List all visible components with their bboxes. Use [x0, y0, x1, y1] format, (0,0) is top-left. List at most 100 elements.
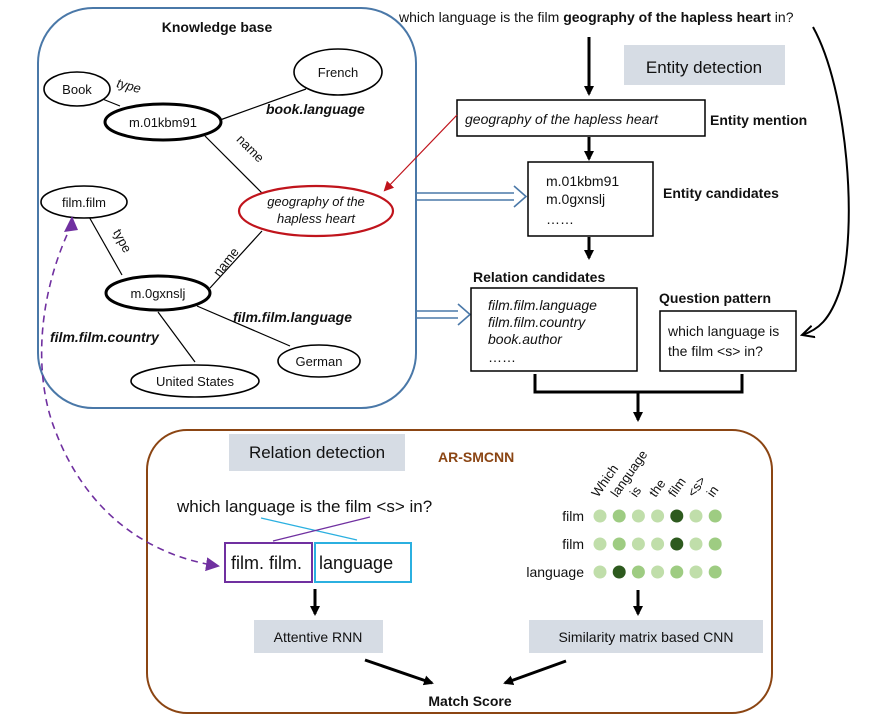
node-m01kbm91-label: m.01kbm91 [129, 115, 197, 130]
arrow-mention-to-kb-entity [383, 114, 458, 192]
relation-part2-text: language [319, 553, 393, 573]
matrix-cell [651, 565, 665, 579]
matrix-cell [689, 565, 703, 579]
node-m0gxnslj [104, 274, 212, 312]
edge-label-type2: type [110, 226, 135, 255]
matrix-row-label: film [562, 536, 584, 552]
relation-detection-stage [229, 434, 405, 471]
edge-label-type1: type [115, 75, 143, 96]
matrix-column-label: film [665, 475, 689, 500]
node-book-label: Book [62, 82, 92, 97]
matrix-cell [708, 565, 722, 579]
attentive-rnn-label: Attentive RNN [274, 629, 363, 645]
similarity-cnn-label: Similarity matrix based CNN [558, 629, 733, 645]
pattern-sentence: which language is the film <s> in? [176, 497, 432, 516]
matrix-row-label: film [562, 508, 584, 524]
attentive-rnn-box [254, 620, 383, 653]
arrowhead-film-film [64, 216, 78, 232]
node-united-states-label: United States [156, 374, 235, 389]
arrow-cnn-to-score [503, 659, 567, 685]
relation-candidates-label: Relation candidates [473, 269, 605, 285]
arrow-film-type-to-relation [40, 223, 220, 572]
matrix-cell [593, 565, 607, 579]
edge-m0g-german [196, 305, 291, 347]
arrow-rnn-to-score [364, 658, 434, 686]
node-french-label: French [318, 65, 358, 80]
edge-m0g-entity [209, 230, 263, 289]
node-french [293, 48, 383, 96]
model-name: AR-SMCNN [438, 449, 514, 465]
matrix-column-label: the [646, 476, 669, 499]
relation-detection-panel [146, 429, 773, 714]
question-pattern-box [659, 310, 797, 372]
entity-candidate-more: …… [546, 211, 574, 227]
kb-to-entity-candidates-arrow [416, 185, 528, 208]
matrix-cell [631, 537, 645, 551]
edge-filmfilm-m0g [87, 214, 123, 276]
relation-part2-box [314, 542, 412, 583]
entity-candidate-2: m.0gxnslj [546, 191, 605, 207]
entity-detection-label: Entity detection [646, 58, 762, 77]
node-german [277, 344, 361, 378]
node-united-states [130, 364, 260, 398]
relation-candidate-2: film.film.country [488, 314, 586, 330]
relation-part1-box [224, 542, 313, 583]
matrix-cell [612, 537, 626, 551]
matrix-cell [631, 565, 645, 579]
match-score-label: Match Score [428, 693, 511, 709]
entity-candidates-label: Entity candidates [663, 185, 779, 201]
question-pattern-label: Question pattern [659, 290, 771, 306]
edge-label-book-language: book.language [266, 101, 365, 117]
node-m0gxnslj-label: m.0gxnslj [131, 286, 186, 301]
entity-mention-label: Entity mention [710, 112, 807, 128]
node-entity-line1: geography of the [267, 194, 365, 209]
matrix-cell [631, 509, 645, 523]
similarity-cnn-box [529, 620, 763, 653]
matrix-cell [612, 509, 626, 523]
matrix-cell [708, 509, 722, 523]
relation-detection-label: Relation detection [249, 443, 385, 462]
matrix-cell [689, 509, 703, 523]
matrix-cell [708, 537, 722, 551]
node-german-label: German [296, 354, 343, 369]
matrix-row-label: language [526, 564, 584, 580]
matrix-column-label: <s> [684, 473, 709, 499]
matrix-cell [689, 537, 703, 551]
edge-m01-french [219, 88, 307, 121]
matrix-cell [593, 509, 607, 523]
matrix-cell [612, 565, 626, 579]
edge-label-name2: name [210, 245, 242, 280]
knowledge-base-panel [37, 7, 417, 409]
node-entity-line2: hapless heart [277, 211, 356, 226]
attention-line-purple [272, 516, 371, 542]
entity-candidates-box [527, 161, 654, 237]
matrix-cell [670, 537, 684, 551]
node-m01kbm91 [103, 102, 223, 142]
attention-line-cyan [260, 517, 358, 541]
relation-candidate-more: …… [488, 349, 516, 365]
edge-label-film-country: film.film.country [50, 329, 160, 345]
edge-label-name1: name [234, 132, 268, 166]
question-pattern-line2: the film <s> in? [668, 343, 763, 359]
matrix-cell [593, 537, 607, 551]
edge-m0g-us [157, 311, 196, 363]
node-film-film-label: film.film [62, 195, 106, 210]
matrix-cell [670, 565, 684, 579]
relation-candidates-box [470, 287, 638, 372]
edge-label-film-language: film.film.language [233, 309, 352, 325]
knowledge-base-title: Knowledge base [162, 19, 273, 35]
entity-mention-text: geography of the hapless heart [465, 111, 659, 127]
entity-mention-box [456, 99, 706, 137]
matrix-cell [651, 537, 665, 551]
entity-detection-stage [624, 45, 785, 85]
edge-m01-entity [204, 135, 263, 194]
relation-part1-text: film. film. [231, 553, 302, 573]
arrow-question-to-pattern [802, 26, 850, 335]
node-entity [237, 184, 395, 238]
kb-to-relation-candidates-arrow [416, 303, 472, 326]
matrix-cell [651, 509, 665, 523]
relation-candidate-1: film.film.language [488, 297, 597, 313]
matrix-cell [670, 509, 684, 523]
merge-bracket [533, 374, 744, 394]
